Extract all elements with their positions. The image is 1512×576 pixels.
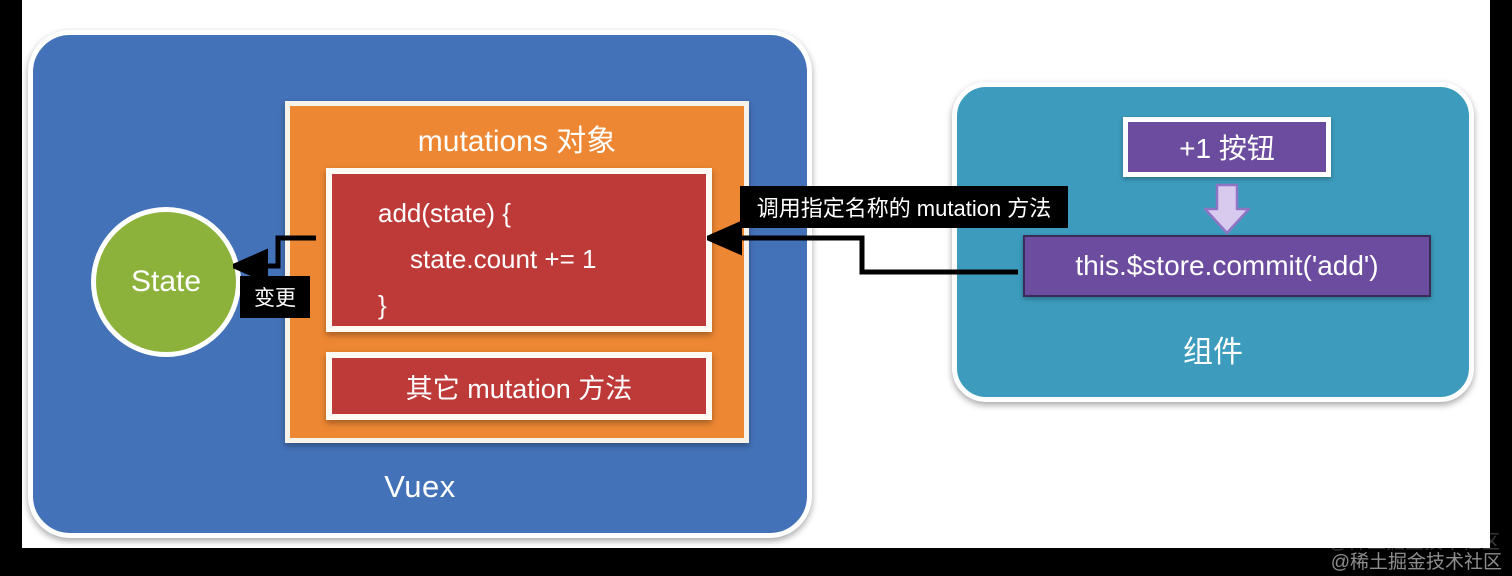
watermark: @稀土掘金技术社区 bbox=[1330, 552, 1502, 573]
other-mutation-label: 其它 mutation 方法 bbox=[405, 373, 633, 404]
vuex-panel: State mutations 对象 add(state) { state.co… bbox=[28, 30, 812, 538]
code-line-close: } bbox=[378, 290, 387, 320]
mutations-title: mutations 对象 bbox=[417, 125, 617, 158]
plus-one-button-label: +1 按钮 bbox=[1179, 133, 1275, 164]
down-arrow-icon bbox=[1203, 183, 1251, 235]
state-label: State bbox=[130, 265, 202, 298]
callout-change-text: 变更 bbox=[254, 287, 296, 310]
code-line-signature: add(state) { bbox=[378, 198, 511, 228]
vuex-label: Vuex bbox=[384, 469, 456, 504]
component-panel: +1 按钮 this.$store.commit('add') 组件 bbox=[952, 82, 1474, 402]
state-node: State bbox=[91, 207, 241, 357]
commit-call-box: this.$store.commit('add') bbox=[1023, 235, 1431, 297]
slide-canvas: State mutations 对象 add(state) { state.co… bbox=[22, 0, 1490, 548]
mutations-object-box: mutations 对象 add(state) { state.count +=… bbox=[285, 101, 749, 443]
watermark-shadow: @稀土掘金技术社区 bbox=[1328, 532, 1500, 553]
commit-call-label: this.$store.commit('add') bbox=[1075, 250, 1379, 281]
callout-commit-to-mutation: 调用指定名称的 mutation 方法 bbox=[740, 186, 1068, 228]
other-mutation-card: 其它 mutation 方法 bbox=[326, 352, 712, 420]
callout-mutation-to-state: 变更 bbox=[240, 276, 310, 318]
plus-one-button[interactable]: +1 按钮 bbox=[1123, 117, 1331, 177]
component-label: 组件 bbox=[1183, 336, 1243, 369]
code-line-body: state.count += 1 bbox=[410, 244, 597, 274]
add-mutation-card: add(state) { state.count += 1 } bbox=[326, 168, 712, 332]
callout-commit-text: 调用指定名称的 mutation 方法 bbox=[756, 196, 1052, 221]
